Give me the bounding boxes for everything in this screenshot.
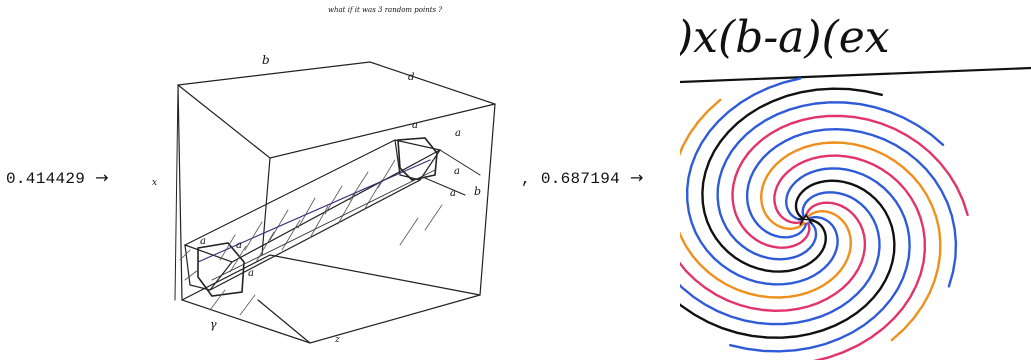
label-a-5: a: [455, 128, 461, 139]
label-a-3: a: [248, 268, 254, 279]
spiral-arm-red: [654, 152, 867, 313]
spiral-arm-blue: [729, 167, 911, 353]
label-b: b: [262, 53, 270, 67]
label-x: x: [152, 178, 157, 188]
spiral-sketch: )x(b-a)(ex: [643, 0, 1031, 363]
value-label-2: , 0.687194 →: [521, 168, 644, 189]
label-a-4: a: [412, 120, 418, 131]
spiral-sketch-drawing: )x(b-a)(ex: [643, 12, 1031, 363]
label-a-6: a: [454, 166, 460, 177]
spiral-arm-blue: [745, 127, 958, 288]
spiral-arms: [643, 77, 969, 363]
spiral-arm-black: [667, 179, 896, 339]
spiral-center: [797, 213, 815, 226]
value-1: 0.414429: [6, 170, 86, 188]
spiral-arm-black: [701, 87, 883, 273]
cube-sketch-drawing: what if it was 3 random points ? b d x γ…: [152, 6, 496, 345]
label-a-1: a: [200, 236, 206, 247]
separator-comma: ,: [521, 170, 531, 188]
spiral-arm-blue: [716, 101, 945, 261]
label-b-2: b: [474, 185, 481, 198]
label-a-7: a: [450, 188, 456, 199]
spiral-arm-orange: [759, 141, 942, 342]
arrow-1: →: [95, 168, 109, 187]
spiral-arm-blue: [643, 191, 881, 326]
label-y: γ: [210, 318, 217, 331]
value-2: 0.687194: [540, 170, 621, 188]
divider-line: [679, 66, 1031, 84]
sketch-note: what if it was 3 random points ?: [328, 6, 442, 14]
label-z: z: [334, 335, 340, 345]
spiral-arm-red: [731, 114, 969, 249]
spiral-arm-red: [773, 154, 927, 363]
arrow-2: →: [629, 168, 644, 187]
formula-text: )x(b-a)(ex: [680, 12, 890, 63]
value-label-1: 0.414429 →: [6, 168, 109, 189]
label-a-2: a: [236, 240, 242, 251]
label-d: d: [408, 72, 414, 83]
cube-sketch: what if it was 3 random points ? b d x γ…: [150, 0, 510, 360]
spiral-arm-blue: [685, 77, 839, 286]
